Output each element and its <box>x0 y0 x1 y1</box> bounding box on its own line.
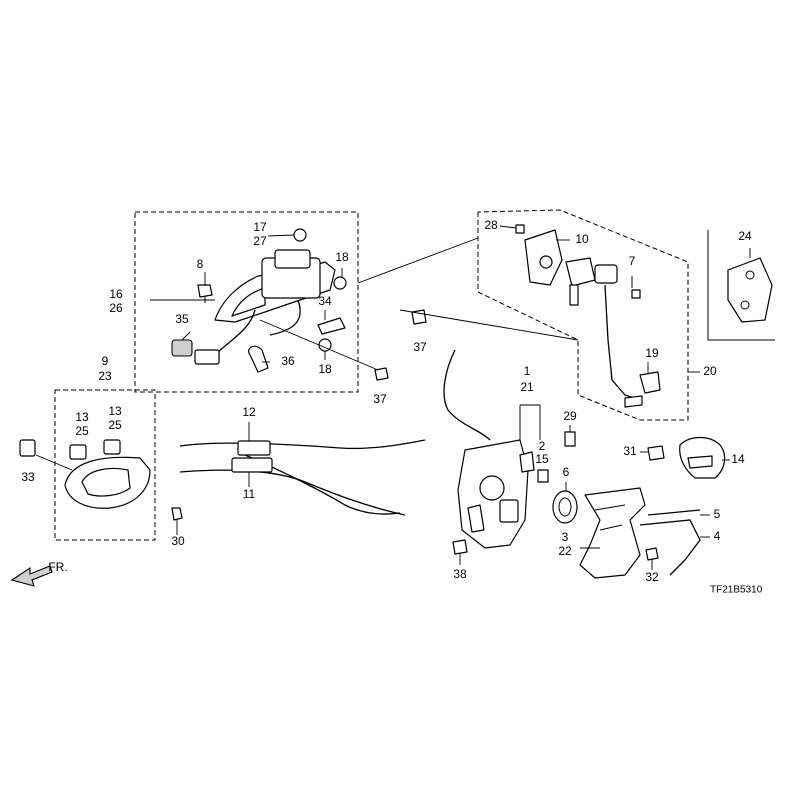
lock-protector <box>579 487 646 579</box>
label-33: 33 <box>21 470 35 484</box>
label-18a: 18 <box>335 250 349 264</box>
lock-rod-4 <box>639 519 701 576</box>
leader-lines <box>35 225 751 570</box>
label-24: 24 <box>738 229 752 243</box>
striker-bracket <box>727 257 773 323</box>
label-38: 38 <box>453 567 467 581</box>
label-13b: 13 <box>108 404 122 418</box>
label-1: 1 <box>524 364 531 378</box>
lock-rod-5 <box>647 509 701 516</box>
door-lock-actuator <box>443 349 549 549</box>
label-19: 19 <box>645 346 659 360</box>
label-10: 10 <box>575 232 589 246</box>
door-cables <box>179 439 426 516</box>
label-34: 34 <box>318 294 332 308</box>
label-22: 22 <box>558 544 572 558</box>
label-18b: 18 <box>318 362 332 376</box>
label-25a: 25 <box>75 424 89 438</box>
diagram-code: TF21B5310 <box>710 585 763 596</box>
label-9: 9 <box>102 354 109 368</box>
label-3: 3 <box>562 530 569 544</box>
lock-seal <box>552 490 578 524</box>
front-direction-icon <box>10 565 53 587</box>
label-29: 29 <box>563 409 577 423</box>
outer-handle-group-box <box>134 211 359 393</box>
front-indicator-label: FR. <box>48 560 67 574</box>
label-36: 36 <box>281 354 295 368</box>
key-cylinder-group-box <box>477 209 689 421</box>
outer-handle-assembly <box>171 228 347 373</box>
label-37b: 37 <box>413 340 427 354</box>
door-striker <box>679 436 726 479</box>
label-32: 32 <box>645 570 659 584</box>
label-4: 4 <box>714 529 721 543</box>
label-8: 8 <box>197 257 204 271</box>
label-17: 17 <box>253 220 267 234</box>
label-20: 20 <box>703 364 717 378</box>
label-21: 21 <box>520 380 534 394</box>
label-14: 14 <box>731 452 745 466</box>
inner-handle-group-box <box>54 389 156 541</box>
label-28: 28 <box>484 218 498 232</box>
label-35: 35 <box>175 312 189 326</box>
label-12: 12 <box>242 405 256 419</box>
label-26: 26 <box>109 301 123 315</box>
label-11: 11 <box>243 487 256 501</box>
label-23: 23 <box>98 369 112 383</box>
label-30: 30 <box>171 534 185 548</box>
key-cylinder-assembly <box>515 224 661 408</box>
part-labels: 17 27 8 16 26 18 34 35 36 18 37 37 28 10… <box>21 218 762 595</box>
label-27: 27 <box>253 234 267 248</box>
label-16: 16 <box>109 287 123 301</box>
label-31: 31 <box>623 444 637 458</box>
label-2: 2 <box>539 439 546 453</box>
label-13a: 13 <box>75 410 89 424</box>
inner-handle-assembly <box>19 439 183 521</box>
fasteners <box>374 309 665 561</box>
label-25b: 25 <box>108 418 122 432</box>
label-15: 15 <box>535 452 549 466</box>
striker-group-bracket <box>707 230 775 341</box>
label-37a: 37 <box>373 392 387 406</box>
label-7: 7 <box>629 254 636 268</box>
label-6: 6 <box>563 465 570 479</box>
label-5: 5 <box>714 507 721 521</box>
